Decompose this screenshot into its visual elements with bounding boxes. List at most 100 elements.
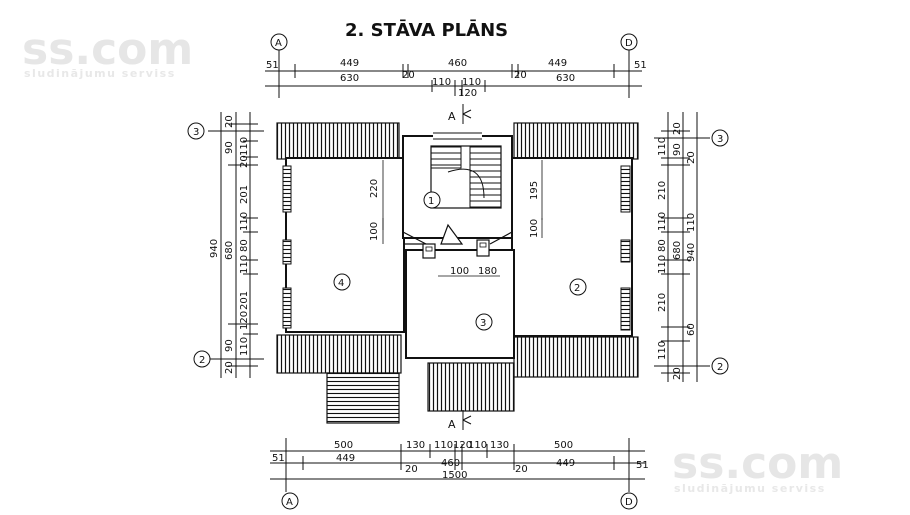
room-number-2: 2 — [569, 278, 587, 296]
dim-label: 460 — [448, 58, 467, 69]
svg-text:D: D — [625, 38, 633, 49]
axis-marker-3-right: 3 — [711, 129, 729, 147]
door — [489, 231, 513, 245]
building-plan: 220 100 195 100 100 180 1 2 3 4 — [276, 122, 639, 424]
dim-label: 20 — [672, 367, 683, 380]
right-dimension-lines — [654, 112, 710, 382]
axis-marker-2-left: 2 — [193, 350, 211, 368]
dim-label: 20 — [514, 70, 527, 81]
roof-overhang — [276, 334, 402, 374]
right-dimension-labels: 20 110 90 20 210 110 110 80 110 210 60 1… — [657, 122, 697, 380]
dim-label: 80 — [657, 239, 668, 252]
section-mark-top: A — [448, 104, 472, 124]
dim-label: 940 — [209, 239, 220, 258]
room-number-3: 3 — [475, 313, 493, 331]
watermark-tagline: sludinājumu serviss — [674, 482, 826, 495]
door — [402, 231, 427, 245]
svg-text:1: 1 — [428, 196, 434, 207]
dim-label: 20 — [405, 464, 418, 475]
axis-marker-3-left: 3 — [187, 122, 205, 140]
dim-label: 80 — [239, 239, 250, 252]
dim-label: 460 — [441, 458, 460, 469]
top-dimensions — [265, 50, 642, 98]
dim-label: 180 — [478, 266, 497, 277]
dim-label: 500 — [334, 440, 353, 451]
axis-marker-d-bottom: D — [620, 492, 638, 510]
dim-label: 90 — [224, 141, 235, 154]
axis-marker-d-top: D — [620, 33, 638, 51]
dim-label: 100 — [369, 222, 380, 241]
room-3-walls — [405, 249, 515, 359]
dim-label: 210 — [657, 181, 668, 200]
stair-steps — [430, 145, 462, 169]
dim-label: 120 — [458, 88, 477, 99]
svg-text:4: 4 — [338, 278, 344, 289]
dim-label: 120 — [453, 440, 472, 451]
dim-label: 201 — [239, 185, 250, 204]
dim-label: 51 — [634, 60, 647, 71]
door — [440, 223, 464, 245]
roof-overhang — [513, 122, 639, 160]
svg-text:A: A — [275, 38, 282, 49]
dim-label: 110 — [657, 255, 668, 274]
dim-label: 20 — [224, 361, 235, 374]
dim-label: 220 — [369, 179, 380, 198]
window — [282, 165, 292, 213]
dim-label: 201 — [239, 291, 250, 310]
porch-deck — [427, 362, 515, 412]
room-2-walls — [511, 157, 633, 337]
window — [282, 239, 292, 265]
dim-label: 449 — [336, 453, 355, 464]
dim-label: 110 — [239, 212, 250, 231]
interior-dimension-lines — [382, 160, 543, 277]
dim-label: 51 — [266, 60, 279, 71]
svg-text:A: A — [286, 497, 293, 508]
roof-overhang — [276, 122, 400, 160]
dim-label: 90 — [224, 339, 235, 352]
dim-label: 110 — [657, 137, 668, 156]
left-dimension-lines — [208, 112, 264, 378]
bottom-dimension-labels: 500 130 110 120 110 130 500 51 449 20 46… — [272, 440, 649, 481]
dim-label: 500 — [554, 440, 573, 451]
dim-label: 110 — [686, 213, 697, 232]
dim-label: 110 — [462, 77, 481, 88]
dim-label: 20 — [402, 70, 415, 81]
dim-label: 680 — [672, 241, 683, 260]
window — [620, 239, 631, 263]
dim-label: 630 — [556, 73, 575, 84]
dim-label: 449 — [556, 458, 575, 469]
section-mark-bottom: A — [448, 410, 472, 431]
dim-label: 51 — [272, 453, 285, 464]
dim-label: 20 — [686, 151, 697, 164]
window — [282, 287, 292, 329]
dim-label: 110 — [657, 212, 668, 231]
drawing-title: 2. STĀVA PLĀNS — [345, 20, 508, 41]
dim-label: 20 — [239, 155, 250, 168]
dim-label: 130 — [406, 440, 425, 451]
watermark-brand: ss.com — [672, 438, 843, 489]
left-dimension-labels: 20 90 110 20 201 110 80 110 201 120 90 1… — [209, 115, 250, 374]
svg-text:2: 2 — [199, 355, 205, 366]
dim-label: 130 — [490, 440, 509, 451]
top-dimension-labels: 51 449 20 460 20 449 51 630 110 110 120 … — [266, 58, 647, 99]
dim-label: 100 — [450, 266, 469, 277]
dim-label: 110 — [239, 137, 250, 156]
dim-label: 195 — [529, 181, 540, 200]
watermark-tagline: sludinājumu serviss — [24, 67, 176, 80]
dim-label: 449 — [548, 58, 567, 69]
svg-text:3: 3 — [480, 318, 486, 329]
window — [620, 165, 631, 213]
svg-text:2: 2 — [717, 362, 723, 373]
dim-label: 20 — [224, 115, 235, 128]
window — [620, 287, 631, 331]
dim-label: 120 — [239, 311, 250, 330]
svg-text:D: D — [625, 497, 633, 508]
dim-label: 20 — [515, 464, 528, 475]
dim-label: 110 — [468, 440, 487, 451]
dim-label: 51 — [636, 460, 649, 471]
watermark-bottom-right: ss.com sludinājumu serviss — [672, 438, 843, 495]
stair-steps — [469, 145, 502, 209]
dim-label: 110 — [239, 255, 250, 274]
dim-label: 60 — [686, 323, 697, 336]
